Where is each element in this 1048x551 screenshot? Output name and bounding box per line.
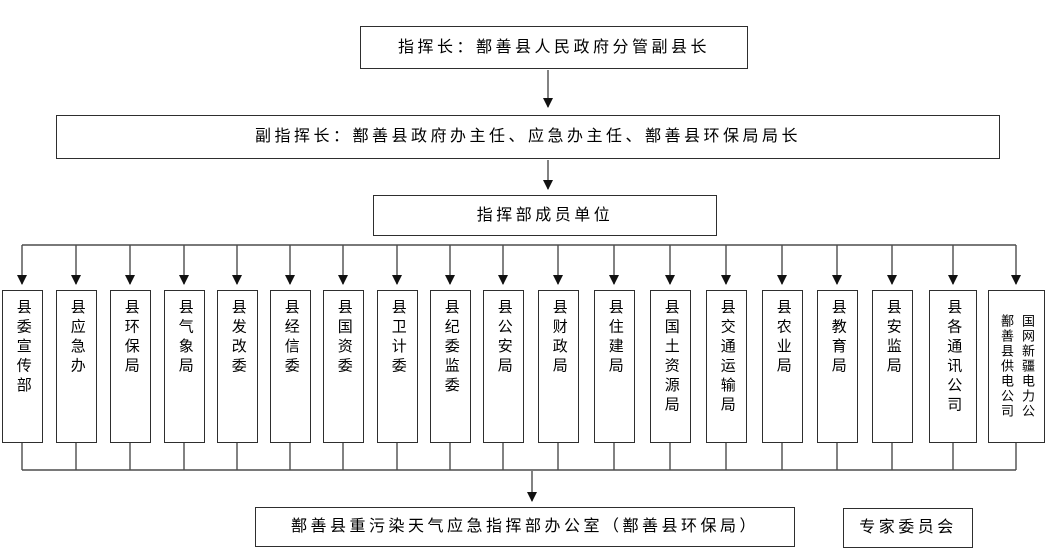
member-unit-label: 县发改委 bbox=[229, 299, 246, 377]
member-unit-label: 县经信委 bbox=[282, 299, 299, 377]
member-unit-label: 县国土资源局 bbox=[662, 299, 679, 416]
office-box: 鄯善县重污染天气应急指挥部办公室（鄯善县环保局） bbox=[255, 507, 795, 547]
member-unit-label: 县安监局 bbox=[884, 299, 901, 377]
commander-box: 指挥长：鄯善县人民政府分管副县长 bbox=[360, 26, 748, 69]
member-unit-label: 县应急办 bbox=[68, 299, 85, 377]
member-unit-box: 县各通讯公司 bbox=[929, 290, 977, 443]
member-unit-label: 县环保局 bbox=[122, 299, 139, 377]
member-unit-label: 县卫计委 bbox=[389, 299, 406, 377]
member-unit-box: 县农业局 bbox=[762, 290, 803, 443]
member-unit-box: 县应急办 bbox=[56, 290, 97, 443]
member-unit-box: 县国资委 bbox=[323, 290, 364, 443]
member-unit-label: 县纪委监委 bbox=[442, 299, 459, 397]
member-unit-label: 县财政局 bbox=[550, 299, 567, 377]
member-unit-box: 县住建局 bbox=[594, 290, 635, 443]
commander-label: 指挥长：鄯善县人民政府分管副县长 bbox=[397, 38, 710, 56]
members-header-label: 指挥部成员单位 bbox=[476, 206, 614, 224]
expert-committee-label: 专家委员会 bbox=[859, 519, 957, 537]
member-unit-box: 县经信委 bbox=[270, 290, 311, 443]
member-unit-box: 县卫计委 bbox=[377, 290, 418, 443]
member-unit-box: 县交通运输局 bbox=[706, 290, 747, 443]
members-header-box: 指挥部成员单位 bbox=[373, 195, 717, 236]
member-unit-box: 县环保局 bbox=[110, 290, 151, 443]
member-unit-label: 国网新疆电力公 bbox=[1020, 314, 1035, 419]
member-unit-label: 县教育局 bbox=[829, 299, 846, 377]
member-unit-box: 县公安局 bbox=[483, 290, 524, 443]
deputy-commander-box: 副指挥长：鄯善县政府办主任、应急办主任、鄯善县环保局局长 bbox=[56, 115, 1000, 159]
member-connectors bbox=[17, 70, 1021, 502]
member-unit-label: 县气象局 bbox=[176, 299, 193, 377]
member-unit-box: 县委宣传部 bbox=[2, 290, 43, 443]
member-unit-box: 县安监局 bbox=[872, 290, 913, 443]
deputy-commander-label: 副指挥长：鄯善县政府办主任、应急办主任、鄯善县环保局局长 bbox=[254, 128, 801, 146]
member-unit-box: 县教育局 bbox=[817, 290, 858, 443]
member-unit-label: 县公安局 bbox=[495, 299, 512, 377]
member-unit-box: 县纪委监委 bbox=[430, 290, 471, 443]
member-unit-label: 县各通讯公司 bbox=[945, 299, 962, 416]
member-unit-label: 鄯善县供电公司 bbox=[999, 314, 1014, 419]
member-unit-box: 国网新疆电力公鄯善县供电公司 bbox=[988, 290, 1045, 443]
member-unit-box: 县气象局 bbox=[164, 290, 205, 443]
member-unit-label: 县委宣传部 bbox=[14, 299, 31, 397]
member-unit-label: 县国资委 bbox=[335, 299, 352, 377]
member-unit-box: 县财政局 bbox=[538, 290, 579, 443]
expert-committee-box: 专家委员会 bbox=[843, 508, 973, 548]
office-label: 鄯善县重污染天气应急指挥部办公室（鄯善县环保局） bbox=[290, 518, 759, 536]
member-unit-label: 县交通运输局 bbox=[718, 299, 735, 416]
member-unit-box: 县发改委 bbox=[217, 290, 258, 443]
member-unit-label: 县农业局 bbox=[774, 299, 791, 377]
member-unit-label: 县住建局 bbox=[606, 299, 623, 377]
member-unit-box: 县国土资源局 bbox=[650, 290, 691, 443]
